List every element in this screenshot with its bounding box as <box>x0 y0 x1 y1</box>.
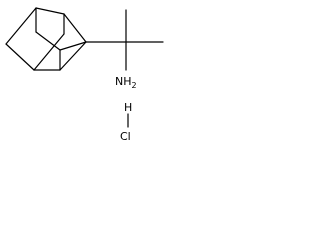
hydrogen-label: H <box>124 101 132 114</box>
bond-cage-4 <box>59 41 87 71</box>
bond-cage-11 <box>33 33 65 71</box>
substituent <box>85 9 164 71</box>
bond-cage-2 <box>35 7 65 15</box>
chemical-structure: NH2 H Cl <box>5 7 164 143</box>
bond-cage-3 <box>63 13 87 43</box>
amine-subscript: 2 <box>132 81 137 90</box>
bond-cage-6 <box>5 43 35 71</box>
bond-cage-8 <box>35 31 61 51</box>
amine-symbol: NH <box>115 75 132 88</box>
chlorine-label: Cl <box>120 130 131 143</box>
adamantane-cage <box>5 7 87 71</box>
hydrochloride-salt: H Cl <box>120 101 132 143</box>
amine-label: NH2 <box>115 75 137 90</box>
bond-cage-9 <box>59 41 87 51</box>
bond-cage-1 <box>5 7 37 45</box>
